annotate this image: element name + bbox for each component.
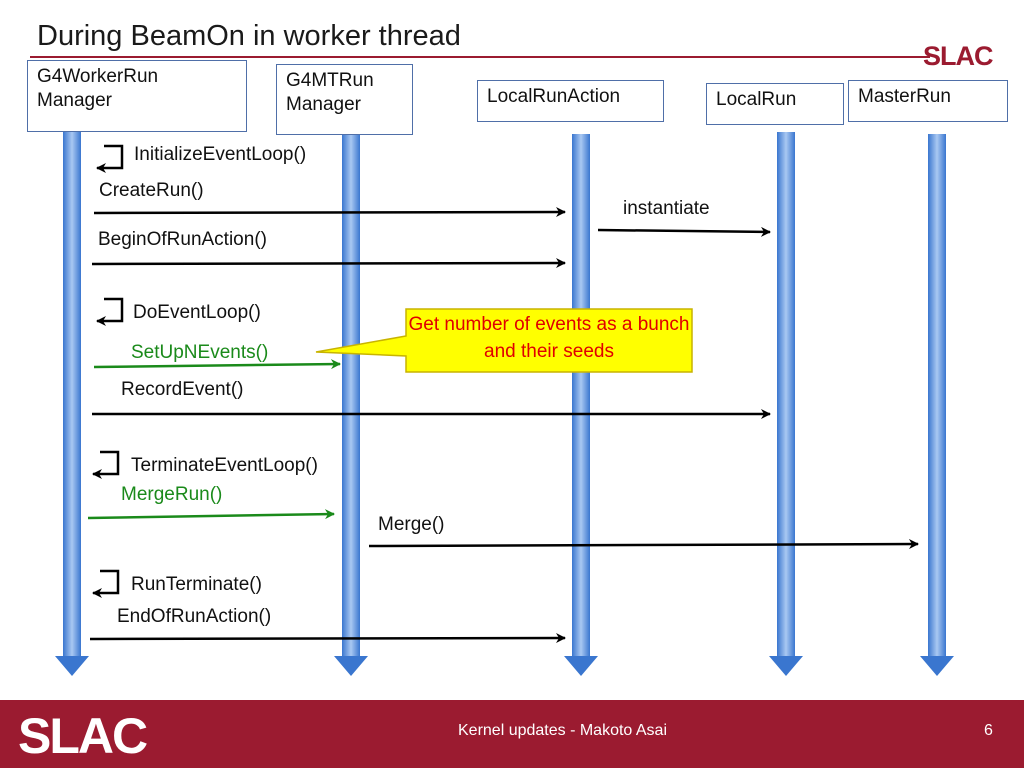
box-g4workerrunmanager: G4WorkerRun Manager — [27, 60, 247, 132]
callout-bubble — [315, 308, 693, 373]
box-label-localrun: LocalRun — [716, 89, 797, 110]
self-call-terminate — [92, 450, 120, 479]
arrow-setupnevents — [93, 359, 341, 370]
lifeline-masterrun — [920, 134, 954, 676]
label-mergerun: MergeRun() — [121, 484, 223, 505]
label-recordevent: RecordEvent() — [121, 379, 244, 400]
svg-text:SLAC: SLAC — [923, 41, 993, 69]
footer-bar: SLAC Kernel updates - Makoto Asai 6 — [0, 700, 1024, 768]
lifeline-mtrun — [334, 134, 368, 676]
callout-text: Get number of events as a bunch and thei… — [408, 314, 690, 362]
box-label-worker: G4WorkerRun Manager — [37, 66, 159, 111]
label-initializeeventloop: InitializeEventLoop() — [134, 144, 307, 165]
arrow-mergerun — [87, 509, 335, 520]
footer-text: Kernel updates - Makoto Asai — [458, 722, 668, 739]
page-number: 6 — [984, 722, 993, 739]
box-masterrun: MasterRun — [848, 80, 1008, 122]
label-setupnevents: SetUpNEvents() — [131, 342, 269, 363]
arrow-createrun — [93, 207, 566, 218]
label-terminateeventloop: TerminateEventLoop() — [131, 455, 318, 476]
box-g4mtrunmanager: G4MTRun Manager — [276, 64, 413, 135]
label-beginofrunaction: BeginOfRunAction() — [98, 229, 267, 250]
title-rule — [30, 56, 930, 58]
box-label-localaction: LocalRunAction — [487, 86, 621, 107]
slac-logo-footer: SLAC — [18, 710, 149, 758]
box-localrunaction: LocalRunAction — [477, 80, 664, 122]
self-call-initialize — [96, 144, 124, 173]
slide-title: During BeamOn in worker thread — [37, 20, 461, 52]
arrow-instantiate — [597, 226, 771, 237]
self-call-runterminate — [92, 569, 120, 598]
label-doeventloop: DoEventLoop() — [133, 302, 261, 323]
label-runterminate: RunTerminate() — [131, 574, 262, 595]
box-localrun: LocalRun — [706, 83, 844, 125]
label-createrun: CreateRun() — [99, 180, 204, 201]
sequence-diagram — [55, 132, 954, 676]
label-instantiate: instantiate — [623, 198, 710, 219]
lifeline-localrun — [769, 132, 803, 676]
label-merge: Merge() — [378, 514, 445, 535]
lifeline-worker — [55, 132, 89, 676]
label-endofrunaction: EndOfRunAction() — [117, 606, 272, 627]
box-label-mtrun: G4MTRun Manager — [286, 70, 374, 115]
arrow-merge — [368, 539, 919, 550]
lifeline-localaction — [564, 134, 598, 676]
svg-text:SLAC: SLAC — [18, 710, 147, 758]
self-call-doeventloop — [96, 297, 124, 326]
arrow-beginofrun — [91, 258, 566, 269]
arrow-endofrun — [89, 633, 566, 644]
box-label-masterrun: MasterRun — [858, 86, 951, 107]
slac-logo-top: SLAC — [923, 41, 994, 69]
